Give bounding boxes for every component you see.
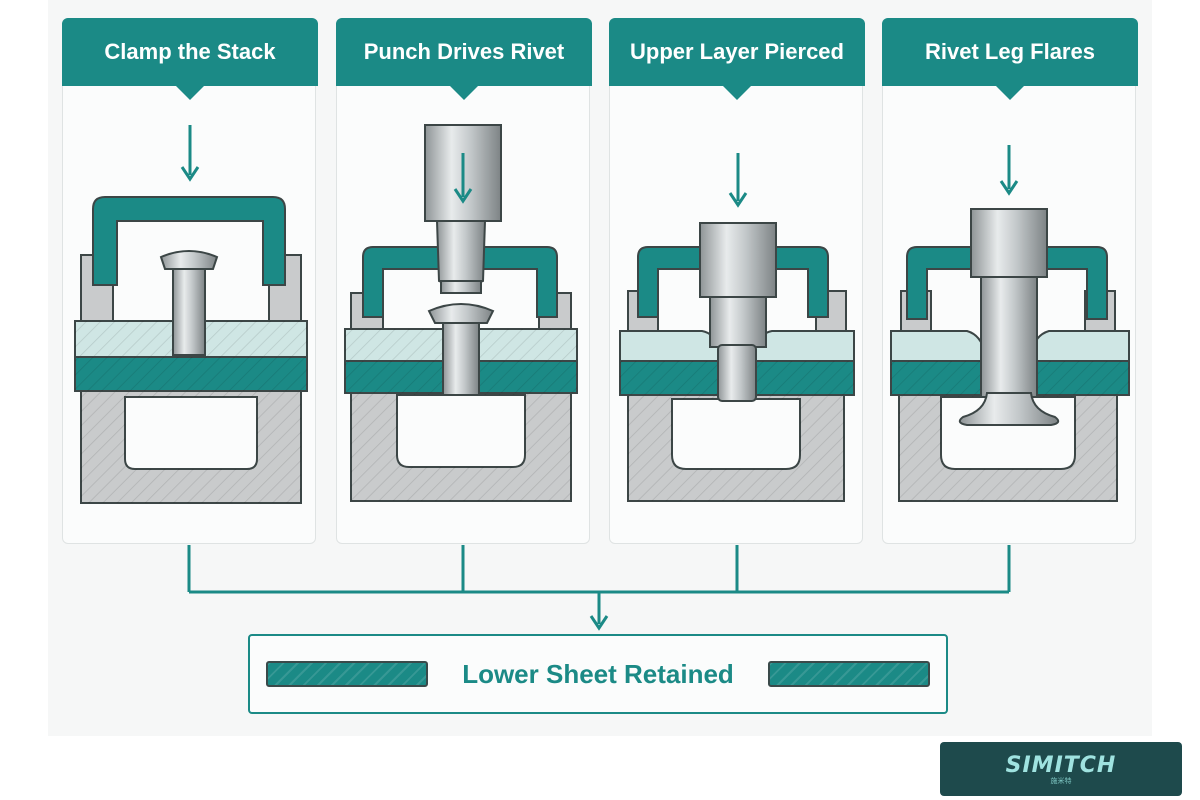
- step-title: Clamp the Stack: [62, 18, 318, 100]
- lower-sheet-bar-left: [266, 661, 428, 687]
- step-title: Upper Layer Pierced: [609, 18, 865, 100]
- punch-illustration: [344, 124, 578, 502]
- diagram-stage: Clamp the Stack: [48, 0, 1152, 736]
- step-panel-clamp: Clamp the Stack: [62, 18, 318, 544]
- result-box: Lower Sheet Retained: [248, 634, 948, 714]
- step-panel-pierce: Upper Layer Pierced: [609, 18, 865, 544]
- logo-text: SIMITCH: [1005, 752, 1117, 778]
- step-title: Punch Drives Rivet: [336, 18, 592, 100]
- brand-logo: SIMITCH 施米特: [940, 742, 1182, 796]
- flare-illustration: [890, 145, 1130, 502]
- pierce-illustration: [619, 153, 855, 502]
- step-title: Rivet Leg Flares: [882, 18, 1138, 100]
- clamp-illustration: [74, 125, 308, 504]
- step-panel-punch: Punch Drives Rivet: [336, 18, 592, 544]
- result-label: Lower Sheet Retained: [462, 658, 734, 689]
- step-panel-flare: Rivet Leg Flares: [882, 18, 1138, 544]
- connector-lines: [187, 545, 1011, 631]
- lower-sheet-bar-right: [768, 661, 930, 687]
- logo-subtext: 施米特: [1050, 777, 1072, 785]
